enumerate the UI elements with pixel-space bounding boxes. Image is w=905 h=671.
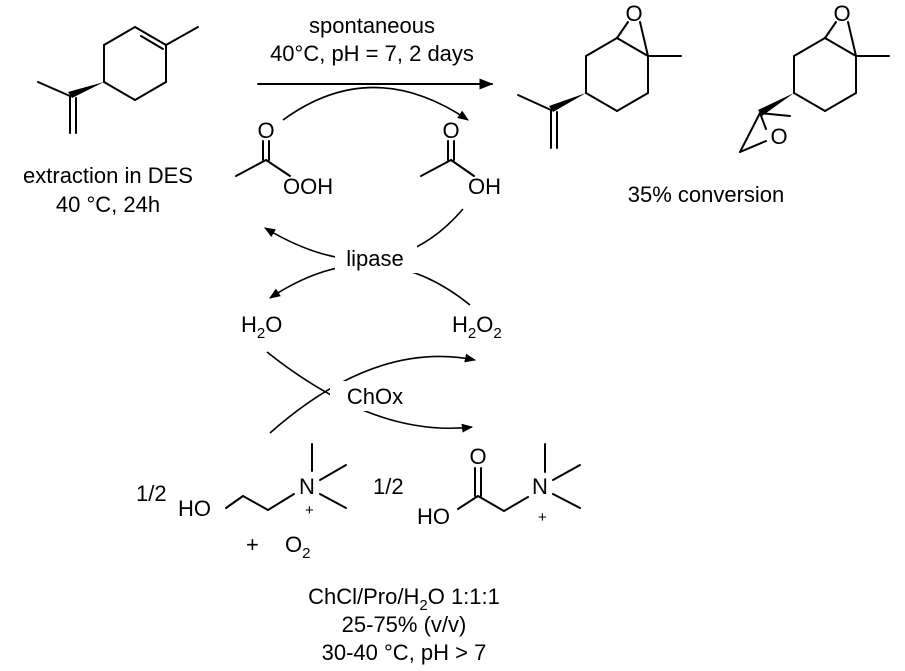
betaine-charge: + [538, 509, 547, 526]
betaine-nitrogen: N [532, 474, 548, 499]
epoxide-oxygen-product2-side: O [770, 124, 787, 149]
hydrogen-peroxide-label: H2O2 [452, 312, 502, 342]
peracid-to-acid-arc [282, 86, 469, 121]
choline-ho-group: HO [178, 496, 211, 521]
top-arrow-label-line1: spontaneous [309, 13, 435, 38]
enzyme-lipase-text: lipase [346, 246, 403, 271]
acetic-acid-structure [420, 140, 475, 177]
choline-charge: + [305, 502, 314, 519]
betaine-structure [457, 443, 581, 512]
acid-oh-group: OH [468, 174, 501, 199]
betaine-carbonyl-oxygen: O [469, 444, 486, 469]
solvent-conditions: 30-40 °C, pH > 7 [322, 640, 487, 665]
peracetic-acid-structure [235, 140, 291, 177]
extraction-label-line1: extraction in DES [23, 163, 193, 188]
epoxide-oxygen-product2-ring: O [833, 1, 850, 26]
limonene-oxide-structure [517, 21, 682, 149]
conversion-label: 35% conversion [628, 182, 785, 207]
chox-arc-to-h2o2 [269, 353, 477, 434]
solvent-concentration: 25-75% (v/v) [342, 612, 467, 637]
choline-coefficient: 1/2 [136, 481, 167, 506]
chox-arc-from-water [266, 351, 474, 433]
limonene-structure [37, 26, 199, 134]
epoxide-oxygen-product1: O [625, 1, 642, 26]
solvent-composition: ChCl/Pro/H2O 1:1:1 [308, 584, 500, 614]
water-label: H2O [241, 312, 282, 342]
betaine-coefficient: 1/2 [373, 474, 404, 499]
enzyme-chox-label: ChOx [347, 384, 403, 409]
peracid-ooh-group: OOH [283, 174, 333, 199]
limonene-dioxide-structure [739, 21, 890, 153]
choline-nitrogen: N [299, 474, 315, 499]
top-arrow-label-line2: 40°C, pH = 7, 2 days [270, 41, 474, 66]
choline-structure [225, 443, 347, 511]
plus-sign: + [246, 532, 259, 557]
betaine-ho-group: HO [417, 504, 450, 529]
acid-carbonyl-oxygen: O [442, 118, 459, 143]
peracid-carbonyl-oxygen: O [257, 118, 274, 143]
oxygen-molecule-label: O2 [285, 532, 310, 562]
extraction-label-line2: 40 °C, 24h [56, 192, 160, 217]
